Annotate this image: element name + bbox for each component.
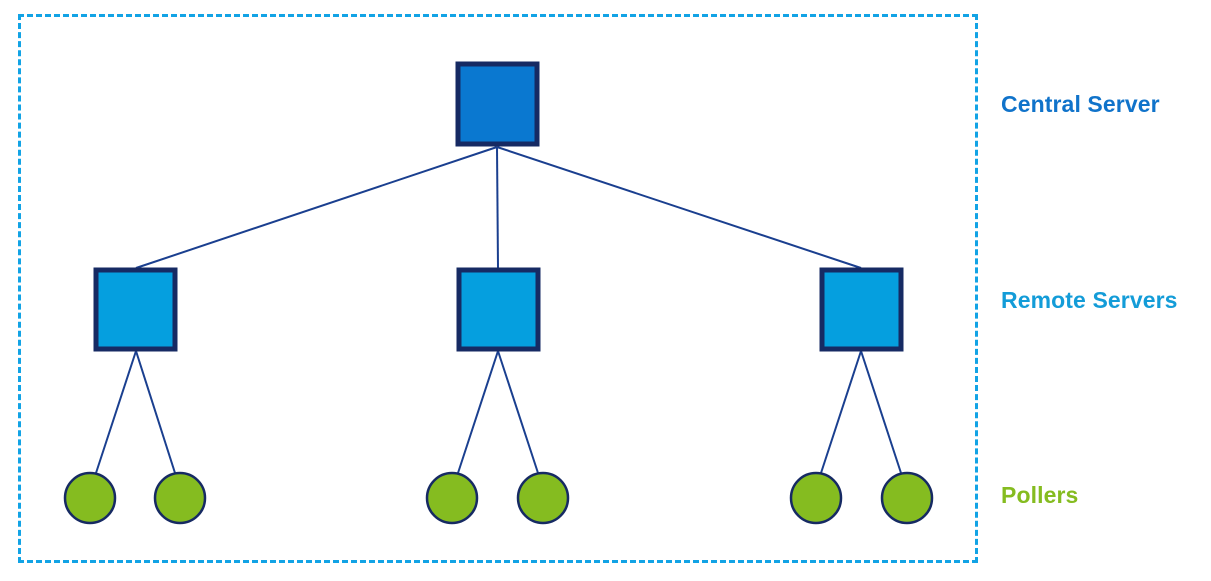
connector-line [457, 350, 499, 474]
remote-server-node[interactable] [456, 267, 541, 352]
poller-node[interactable] [63, 471, 117, 525]
connector-line [95, 350, 137, 474]
legend-label-pollers: Pollers [1001, 482, 1079, 508]
legend-label-central-server: Central Server [1001, 91, 1160, 117]
remote-server-node[interactable] [819, 267, 904, 352]
central-server-node[interactable] [455, 61, 540, 147]
nodes-group [63, 61, 934, 525]
poller-node[interactable] [516, 471, 570, 525]
system-boundary-dashed-box [18, 14, 978, 563]
connector-line [497, 350, 539, 474]
connector-line [496, 146, 499, 269]
connector-line [820, 350, 862, 474]
connector-line [135, 146, 498, 269]
poller-node[interactable] [425, 471, 479, 525]
remote-server-node[interactable] [93, 267, 178, 352]
legend-label-remote-servers: Remote Servers [1001, 287, 1178, 313]
poller-node[interactable] [789, 471, 843, 525]
poller-node[interactable] [153, 471, 207, 525]
connector-line [135, 350, 176, 474]
poller-node[interactable] [880, 471, 934, 525]
connector-line [860, 350, 902, 474]
connector-line [496, 146, 862, 269]
connector-lines-group [95, 146, 902, 474]
